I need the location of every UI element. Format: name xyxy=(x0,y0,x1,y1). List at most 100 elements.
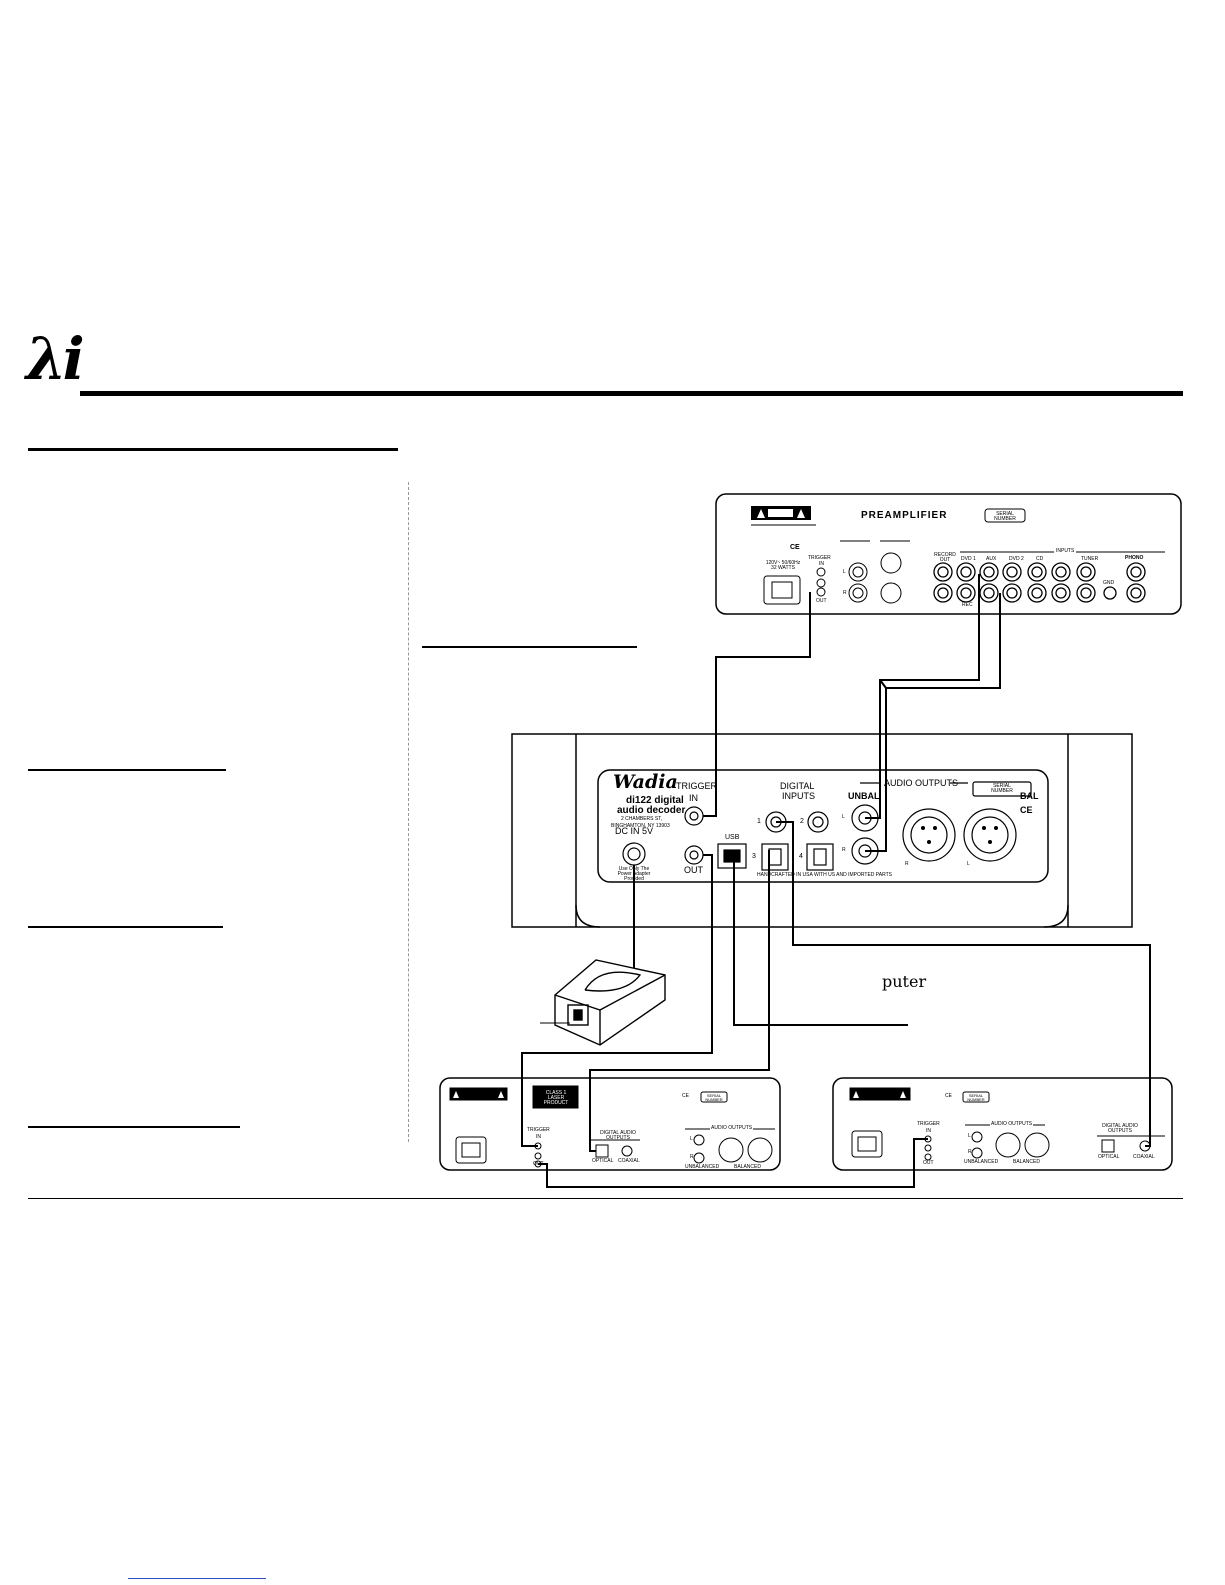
preamp-chassis xyxy=(715,493,1182,615)
decoder-trigger-label: TRIGGER xyxy=(676,781,718,791)
preamp-rca-jack xyxy=(1080,587,1092,599)
preamp-record-out-label: RECORD OUT xyxy=(934,552,956,563)
source-left-digital-outputs: DIGITAL AUDIO OUTPUTS xyxy=(600,1130,636,1141)
source-right-r: R xyxy=(968,1149,972,1155)
cable-coaxial xyxy=(776,821,1151,1147)
preamp-rca-jack xyxy=(1031,587,1043,599)
preamp-rca-jack xyxy=(1031,566,1043,578)
decoder-digital-inputs-2: INPUTS xyxy=(782,791,816,801)
source-left-power-inlet xyxy=(455,1136,487,1164)
source-left-balanced: BALANCED xyxy=(734,1164,761,1170)
preamp-aux-label: AUX xyxy=(986,556,997,562)
source-right-balanced: BALANCED xyxy=(1013,1159,1040,1165)
preamp-rca-jack xyxy=(1051,583,1071,603)
decoder-model-1: di122 digital xyxy=(626,795,684,806)
preamp-phono-label: PHONO xyxy=(1125,555,1144,561)
decoder-ce-mark: CE xyxy=(1020,805,1033,815)
computer-label: puter xyxy=(882,972,927,991)
decoder-unbal-left-label: L xyxy=(842,814,845,820)
source-left-trigger-out: OUT xyxy=(533,1161,544,1167)
preamp-rca-jack xyxy=(1006,566,1018,578)
preamp-tuner-label: TUNER xyxy=(1081,556,1099,562)
preamp-gnd-label: GND xyxy=(1103,580,1115,586)
subsection-rule-1 xyxy=(28,769,226,771)
footer-rule xyxy=(28,1198,1183,1199)
source-right-trigger-out: OUT xyxy=(923,1160,934,1166)
preamp-rca-jack xyxy=(1027,583,1047,603)
preamp-rca-jack xyxy=(956,562,976,582)
decoder-optical-input-3 xyxy=(761,843,789,871)
cable-trigger-decoder-to-source xyxy=(521,854,713,1147)
decoder-coax-input-2 xyxy=(807,811,829,833)
preamp-rca-jack xyxy=(960,566,972,578)
brand-logo: λi xyxy=(26,325,85,393)
decoder-psu-note: Use Only The Power Adapter Provided xyxy=(617,866,651,882)
preamp-rca-jack xyxy=(1076,583,1096,603)
preamp-trigger-out-label: OUT xyxy=(816,598,827,604)
decoder-usb-port xyxy=(717,843,747,869)
decoder-xlr-right-label: R xyxy=(905,861,909,867)
source-left-chassis xyxy=(439,1077,781,1171)
decoder-usb-label: USB xyxy=(725,834,740,841)
preamp-rca-jack xyxy=(1130,587,1142,599)
source-right-unbalanced: UNBALANCED xyxy=(964,1159,999,1165)
source-right-serial: SERIAL NUMBER xyxy=(967,1093,985,1102)
source-right-power-inlet xyxy=(851,1130,883,1158)
source-left-class-label: CLASS 1 LASER PRODUCT xyxy=(543,1090,569,1106)
source-left-trigger-in: IN xyxy=(536,1134,541,1140)
page-link-underline[interactable] xyxy=(128,1578,266,1579)
source-left-optical: OPTICAL xyxy=(592,1158,614,1164)
cable-usb-computer xyxy=(732,855,908,1026)
preamp-rca-jack xyxy=(933,583,953,603)
decoder-trigger-out-jack xyxy=(684,845,704,865)
decoder-case xyxy=(511,733,1133,928)
decoder-dc-in-label: DC IN 5V xyxy=(615,826,654,836)
power-supply-brick xyxy=(554,959,666,1046)
preamp-rca-jack xyxy=(1002,562,1022,582)
decoder-dc-jack xyxy=(622,842,646,866)
decoder-address-2: BINGHAMTON, NY 13903 xyxy=(611,823,670,829)
preamp-gnd-post xyxy=(1103,586,1117,600)
preamp-rca-jack xyxy=(1055,566,1067,578)
preamp-rca-jack xyxy=(1006,587,1018,599)
preamp-rca-row xyxy=(933,562,1146,603)
preamp-rca-jack xyxy=(1027,562,1047,582)
preamp-rca-jack xyxy=(1051,562,1071,582)
decoder-trigger-in-label: IN xyxy=(689,793,698,803)
preamp-rca-jack xyxy=(1076,562,1096,582)
preamp-right-label: R xyxy=(843,590,847,596)
preamp-rca-jack xyxy=(983,587,995,599)
preamp-rca-jack xyxy=(937,587,949,599)
section-rule xyxy=(28,448,398,451)
preamp-rca-jack xyxy=(1055,587,1067,599)
preamp-rca-jack xyxy=(983,566,995,578)
preamp-rca-jack xyxy=(1126,562,1146,582)
decoder-input-1-label: 1 xyxy=(757,818,761,825)
decoder-serial-box xyxy=(972,781,1032,797)
source-left-ce-mark: CE xyxy=(682,1093,689,1099)
decoder-xlr-left-label: L xyxy=(967,861,970,867)
decoder-unbal-label: UNBAL xyxy=(848,791,880,801)
decoder-handcrafted: HANDCRAFTED IN USA WITH US AND IMPORTED … xyxy=(757,872,893,878)
decoder-xlr-left xyxy=(963,808,1017,862)
preamp-rca-jack xyxy=(933,562,953,582)
decoder-trigger-in-jack xyxy=(684,806,704,826)
cable-trigger-source-chain xyxy=(538,1138,928,1188)
caption-rule xyxy=(422,646,637,648)
decoder-serial-label: SERIAL NUMBER xyxy=(991,783,1013,794)
decoder-audio-outputs-label: AUDIO OUTPUTS xyxy=(884,778,959,788)
source-right-digital-outputs: DIGITAL AUDIO OUTPUTS xyxy=(1102,1123,1138,1134)
decoder-input-4-label: 4 xyxy=(799,853,803,860)
decoder-model-2: audio decoder xyxy=(617,805,686,816)
source-right-chassis xyxy=(832,1077,1173,1171)
source-left-coaxial: COAXIAL xyxy=(618,1158,640,1164)
preamp-rca-jack xyxy=(979,562,999,582)
decoder-input-3-label: 3 xyxy=(752,853,756,860)
preamp-rca-jack xyxy=(979,583,999,603)
decoder-brand: Wadia xyxy=(613,771,678,793)
source-left-audio-outputs: AUDIO OUTPUTS xyxy=(710,1125,754,1131)
preamp-rca-jack xyxy=(1080,566,1092,578)
cables xyxy=(521,574,1151,1188)
preamp-rca-jack xyxy=(1126,583,1146,603)
